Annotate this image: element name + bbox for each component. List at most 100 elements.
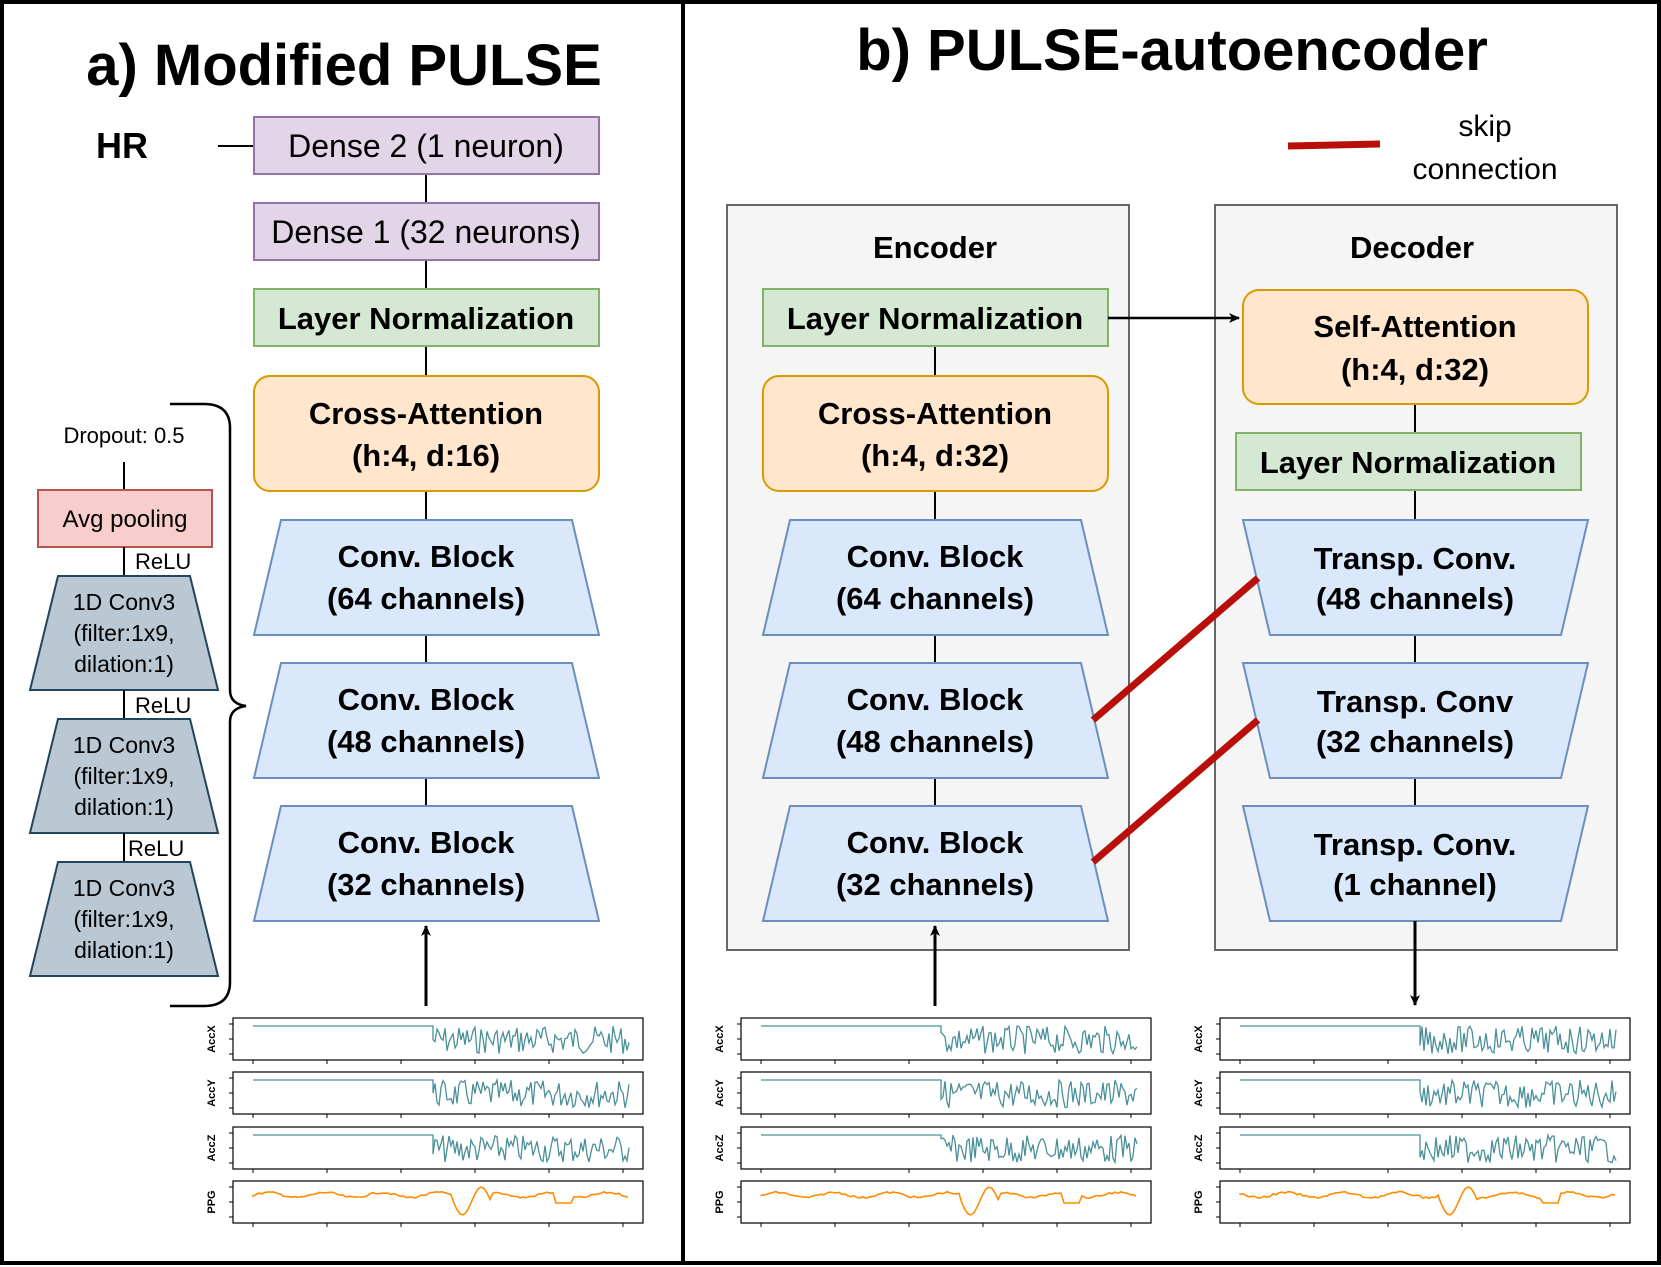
conv-block-a-32: Conv. Block (32 channels) (252, 805, 601, 922)
conv1d-2-title: 1D Conv3 (73, 732, 175, 758)
dense2-block: Dense 2 (1 neuron) (253, 116, 600, 175)
conv1d-1-filter: (filter:1x9, (74, 620, 175, 646)
conv1d-block-1 (28, 575, 220, 691)
dense1-block: Dense 1 (32 neurons) (253, 202, 600, 261)
signal-trace-a-ppg (252, 1186, 629, 1216)
signal-plots: AccXAccYAccZPPGAccXAccYAccZPPGAccXAccYAc… (206, 1017, 1631, 1227)
decoder-title: Decoder (1350, 230, 1474, 265)
signal-label-a-accx: AccX (206, 1025, 218, 1053)
self-attention-params: (h:4, d:32) (1341, 352, 1489, 387)
relu-label-3: ReLU (128, 836, 184, 861)
skip-legend-line (1287, 140, 1381, 150)
signal-label-dec-accy: AccY (1193, 1079, 1205, 1107)
transp-conv-48-channels: (48 channels) (1316, 581, 1514, 616)
conv-block-a-48-title: Conv. Block (338, 682, 516, 717)
conv-block-enc-48: Conv. Block (48 channels) (761, 662, 1110, 779)
signal-frame-a-ppg (232, 1180, 644, 1224)
signal-trace-dec-accx (1240, 1025, 1617, 1056)
layernorm-label-decoder: Layer Normalization (1260, 445, 1556, 480)
signal-trace-dec-accy (1240, 1078, 1617, 1110)
self-attention-block-decoder: Self-Attention (h:4, d:32) (1242, 289, 1589, 405)
conv-block-enc-64: Conv. Block (64 channels) (761, 519, 1110, 636)
conv1d-2-dilation: dilation:1) (74, 794, 174, 820)
conv-block-a-48: Conv. Block (48 channels) (252, 662, 601, 779)
conv1d-2-filter: (filter:1x9, (74, 763, 175, 789)
signal-label-a-ppg: PPG (206, 1190, 218, 1213)
transp-conv-block-32: Transp. Conv (32 channels) (1241, 662, 1590, 779)
skip-connection-32 (1090, 717, 1261, 865)
detail-brace (170, 402, 247, 1008)
signal-label-a-accy: AccY (206, 1079, 218, 1107)
signal-frame-a-accx (232, 1017, 644, 1061)
cross-attention-title-a: Cross-Attention (309, 396, 543, 431)
signal-trace-enc-accz (761, 1133, 1138, 1165)
signal-trace-enc-accy (761, 1078, 1138, 1109)
signal-label-dec-accz: AccZ (1193, 1134, 1205, 1161)
signal-label-enc-ppg: PPG (714, 1190, 726, 1213)
skip-legend-line1: skip (1458, 110, 1511, 143)
conv-block-a-64-channels: (64 channels) (327, 581, 525, 616)
skip-connection-48 (1090, 575, 1261, 723)
signal-label-dec-accx: AccX (1193, 1025, 1205, 1053)
cross-attention-block-encoder: Cross-Attention (h:4, d:32) (762, 375, 1109, 492)
conv-block-a-32-title: Conv. Block (338, 825, 516, 860)
cross-attention-params-encoder: (h:4, d:32) (861, 438, 1009, 473)
conv-block-detail: Dropout: 0.5 Avg pooling ReLU 1D Conv3 (… (28, 402, 247, 1008)
conv-block-enc-48-channels: (48 channels) (836, 724, 1034, 759)
cross-attention-block-a: Cross-Attention (h:4, d:16) (253, 375, 600, 492)
conv-block-a-64: Conv. Block (64 channels) (252, 519, 601, 636)
signal-label-enc-accz: AccZ (714, 1134, 726, 1161)
dense1-label: Dense 1 (32 neurons) (271, 214, 581, 250)
cross-attention-params-a: (h:4, d:16) (352, 438, 500, 473)
skip-connection-legend: skip connection (1287, 110, 1558, 186)
conv1d-1-dilation: dilation:1) (74, 651, 174, 677)
layernorm-block-a: Layer Normalization (253, 288, 600, 347)
transp-conv-block-1: Transp. Conv. (1 channel) (1241, 805, 1590, 922)
signal-frame-a-accy (232, 1071, 644, 1115)
skip-legend-line2: connection (1412, 153, 1557, 186)
transp-conv-32-channels: (32 channels) (1316, 724, 1514, 759)
conv1d-block-3 (28, 861, 220, 977)
layernorm-label-a: Layer Normalization (278, 301, 574, 336)
conv-block-enc-32: Conv. Block (32 channels) (761, 805, 1110, 922)
conv-block-enc-32-title: Conv. Block (847, 825, 1025, 860)
signal-trace-dec-accz (1240, 1132, 1617, 1164)
conv-block-a-48-channels: (48 channels) (327, 724, 525, 759)
conv-block-enc-64-title: Conv. Block (847, 539, 1025, 574)
signal-trace-a-accx (253, 1025, 630, 1055)
avg-pooling-label: Avg pooling (63, 506, 188, 533)
conv-block-enc-48-title: Conv. Block (847, 682, 1025, 717)
conv-block-enc-32-channels: (32 channels) (836, 867, 1034, 902)
signal-label-enc-accy: AccY (714, 1079, 726, 1107)
conv1d-block-2 (28, 718, 220, 834)
signal-frame-dec-ppg (1219, 1180, 1631, 1224)
signal-frame-enc-ppg (740, 1180, 1152, 1224)
layernorm-label-encoder: Layer Normalization (787, 301, 1083, 336)
dropout-label: Dropout: 0.5 (63, 423, 184, 448)
conv-block-a-32-channels: (32 channels) (327, 867, 525, 902)
relu-label-1: ReLU (135, 549, 191, 574)
layernorm-block-encoder: Layer Normalization (762, 288, 1109, 347)
dense2-label: Dense 2 (1 neuron) (288, 128, 564, 164)
signal-label-dec-ppg: PPG (1193, 1190, 1205, 1213)
signal-trace-a-accy (253, 1077, 630, 1109)
transp-conv-block-48: Transp. Conv. (48 channels) (1241, 519, 1590, 636)
signal-trace-dec-ppg (1239, 1186, 1616, 1216)
panel-b-title: b) PULSE-autoencoder (856, 18, 1488, 83)
hr-label: HR (96, 125, 148, 166)
conv-block-enc-64-channels: (64 channels) (836, 581, 1034, 616)
cross-attention-title-encoder: Cross-Attention (818, 396, 1052, 431)
panel-a-title: a) Modified PULSE (86, 33, 602, 98)
transp-conv-32-title: Transp. Conv (1317, 684, 1514, 719)
self-attention-title: Self-Attention (1313, 309, 1516, 344)
transp-conv-1-title: Transp. Conv. (1314, 827, 1517, 862)
conv1d-1-title: 1D Conv3 (73, 589, 175, 615)
encoder-title: Encoder (873, 230, 997, 265)
signal-trace-a-accz (253, 1134, 630, 1164)
signal-label-a-accz: AccZ (206, 1134, 218, 1161)
transp-conv-48-title: Transp. Conv. (1314, 541, 1517, 576)
conv1d-3-dilation: dilation:1) (74, 937, 174, 963)
layernorm-block-decoder: Layer Normalization (1235, 432, 1582, 491)
conv1d-3-title: 1D Conv3 (73, 875, 175, 901)
